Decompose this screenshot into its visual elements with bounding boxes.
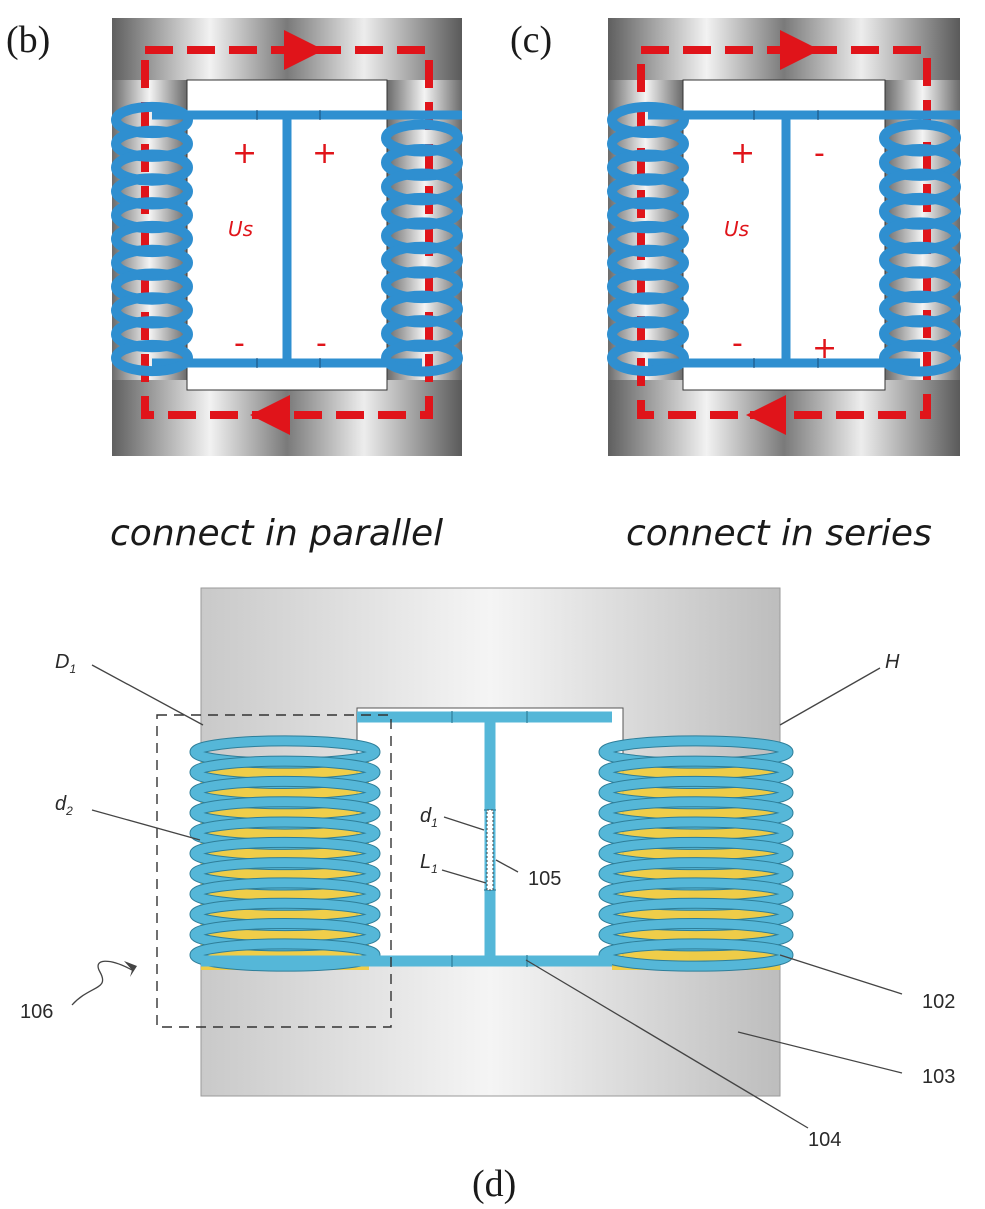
source-label: Us xyxy=(724,217,749,241)
left-top-sign: + xyxy=(232,136,257,171)
label-H: H xyxy=(885,651,900,673)
detail-box-106 xyxy=(156,714,392,1028)
label-104: 104 xyxy=(808,1129,841,1151)
coil-turn xyxy=(607,339,689,377)
panel-b-letter: (b) xyxy=(6,19,50,61)
right-coil xyxy=(381,119,463,377)
right-top-sign: - xyxy=(814,136,825,171)
label-105: 105 xyxy=(528,868,561,890)
arrowhead-106 xyxy=(124,961,137,977)
left-coil xyxy=(607,101,689,377)
right-winding-3d xyxy=(598,735,794,972)
label-102: 102 xyxy=(922,991,955,1013)
circuit-wires xyxy=(152,110,462,368)
label-103: 103 xyxy=(922,1066,955,1088)
circuit-wires xyxy=(648,110,960,368)
panel-d-letter: (d) xyxy=(472,1163,516,1205)
panel-b-caption: connect in parallel xyxy=(110,513,443,554)
source-label: Us xyxy=(228,217,253,241)
gap-resistor xyxy=(486,809,494,891)
right-bottom-sign: - xyxy=(316,326,327,361)
left-top-sign: + xyxy=(730,136,755,171)
left-bottom-sign: - xyxy=(234,326,245,361)
panel-c: + - Us - + xyxy=(607,18,961,456)
label-L1: L1 xyxy=(420,851,438,876)
label-d2: d2 xyxy=(55,793,73,818)
left-bottom-sign: - xyxy=(732,326,743,361)
label-106: 106 xyxy=(20,1001,53,1023)
panel-c-caption: connect in series xyxy=(626,513,932,554)
panel-d: D1 H d2 d1 L1 105 106 102 103 104 xyxy=(20,587,955,1151)
right-coil xyxy=(879,119,961,377)
right-bottom-sign: + xyxy=(812,331,837,366)
panel-c-letter: (c) xyxy=(510,19,552,61)
coil-turn xyxy=(599,939,793,971)
right-top-sign: + xyxy=(312,136,337,171)
label-d1: d1 xyxy=(420,805,438,830)
leader-lines xyxy=(71,664,903,1129)
left-coil xyxy=(111,101,193,377)
panel-b: + + Us - - xyxy=(111,18,463,456)
coil-turn xyxy=(879,339,961,377)
coil-turn xyxy=(111,339,193,377)
label-D1: D1 xyxy=(55,651,76,676)
coil-turn xyxy=(381,339,463,377)
